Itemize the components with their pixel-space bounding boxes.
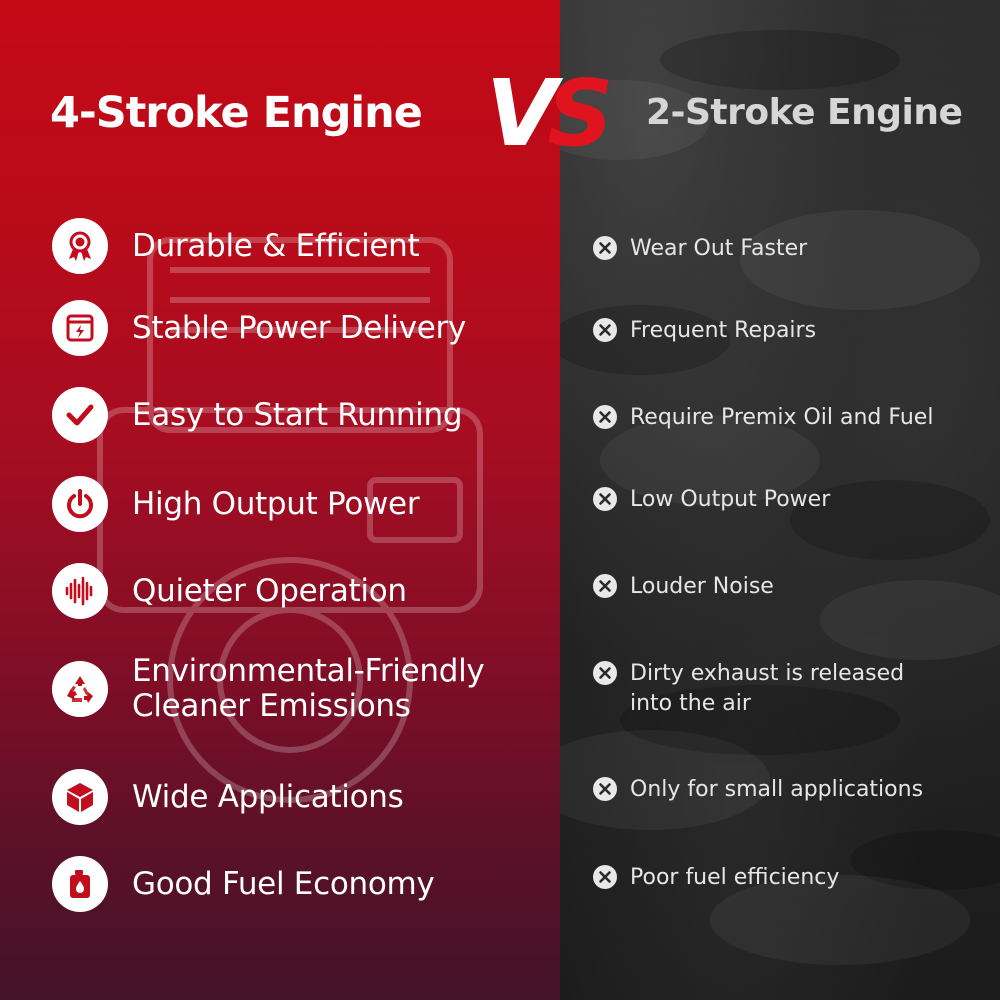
disadvantage-label: Louder Noise xyxy=(630,574,774,599)
advantage-item: Durable & Efficient xyxy=(52,218,420,274)
advantage-item: Quieter Operation xyxy=(52,563,407,619)
versus-v: V xyxy=(486,60,557,167)
advantage-label: Easy to Start Running xyxy=(132,396,463,433)
disadvantage-item: Dirty exhaust is released into the air xyxy=(592,659,904,719)
fuel-can-icon xyxy=(52,856,108,912)
disadvantage-item: Poor fuel efficiency xyxy=(592,863,839,893)
two-stroke-title: 2-Stroke Engine xyxy=(646,92,963,133)
advantage-label: High Output Power xyxy=(132,485,420,522)
award-ribbon-icon xyxy=(52,218,108,274)
disadvantage-item: Wear Out Faster xyxy=(592,234,807,264)
advantage-label: Stable Power Delivery xyxy=(132,309,467,346)
disadvantage-item: Louder Noise xyxy=(592,572,774,602)
x-circle-icon xyxy=(593,487,617,511)
sound-wave-icon xyxy=(52,563,108,619)
disadvantage-label: Frequent Repairs xyxy=(630,318,817,343)
advantage-label: Durable & Efficient xyxy=(132,227,420,264)
advantage-label: Quieter Operation xyxy=(132,572,407,609)
disadvantage-label: Wear Out Faster xyxy=(630,236,808,261)
x-circle-icon xyxy=(593,236,617,260)
disadvantage-item: Low Output Power xyxy=(592,485,830,515)
advantage-label: Environmental-Friendly Cleaner Emissions xyxy=(132,653,485,724)
disadvantage-label: Only for small applications xyxy=(630,777,924,802)
advantage-item: Stable Power Delivery xyxy=(52,300,466,356)
x-circle-icon xyxy=(593,574,617,598)
advantage-item: Wide Applications xyxy=(52,769,404,825)
x-circle-icon xyxy=(593,865,617,889)
advantage-label: Good Fuel Economy xyxy=(132,865,435,902)
two-stroke-panel xyxy=(560,0,1000,1000)
x-circle-icon xyxy=(593,777,617,801)
chalkboard-texture xyxy=(560,30,1000,965)
advantage-label: Wide Applications xyxy=(132,778,404,815)
checkmark-icon xyxy=(52,387,108,443)
x-circle-icon xyxy=(593,661,617,685)
power-meter-icon xyxy=(52,300,108,356)
four-stroke-title: 4-Stroke Engine xyxy=(50,88,423,138)
power-icon xyxy=(52,476,108,532)
advantage-item: Good Fuel Economy xyxy=(52,856,435,912)
advantage-item: Environmental-Friendly Cleaner Emissions xyxy=(52,653,485,724)
recycle-icon xyxy=(52,661,108,717)
advantage-item: High Output Power xyxy=(52,476,420,532)
disadvantage-label: Low Output Power xyxy=(630,487,831,512)
disadvantage-label: Dirty exhaust is released into the air xyxy=(630,661,905,716)
disadvantage-item: Require Premix Oil and Fuel xyxy=(592,403,933,433)
advantage-item: Easy to Start Running xyxy=(52,387,463,443)
disadvantage-item: Only for small applications xyxy=(592,775,923,805)
x-circle-icon xyxy=(593,405,617,429)
x-circle-icon xyxy=(593,318,617,342)
disadvantage-label: Require Premix Oil and Fuel xyxy=(630,405,934,430)
disadvantage-item: Frequent Repairs xyxy=(592,316,816,346)
disadvantage-label: Poor fuel efficiency xyxy=(630,865,840,890)
versus-s: S xyxy=(547,60,613,167)
versus-mark: VS xyxy=(486,68,614,160)
cube-icon xyxy=(52,769,108,825)
